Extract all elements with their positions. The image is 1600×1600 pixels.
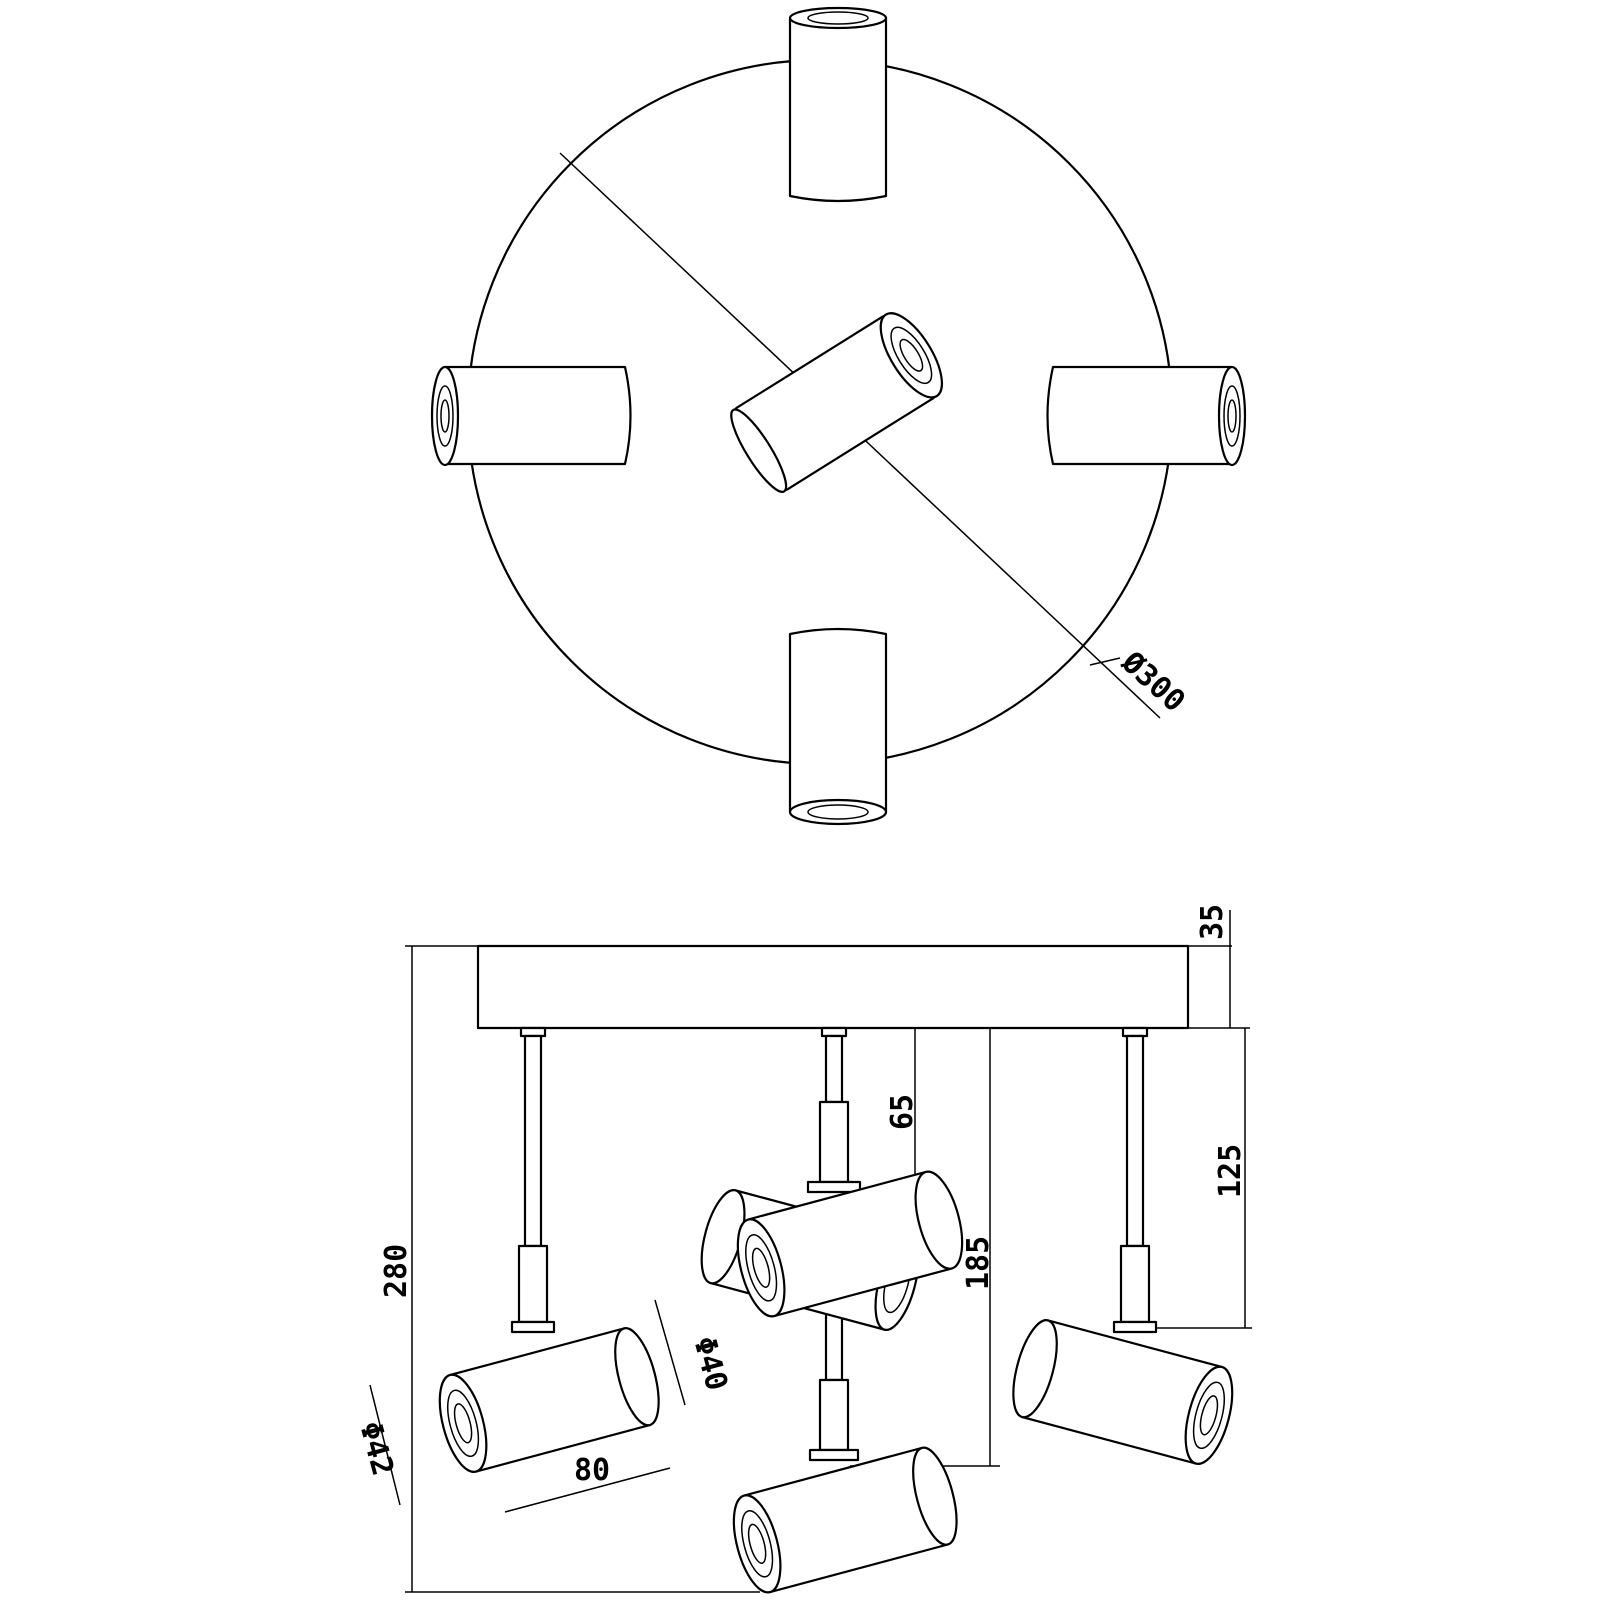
head-diameter-rear-label: Φ40 [686,1333,734,1394]
head-diameter-front-label: Φ42 [352,1418,400,1479]
diameter-dimension-tick [1089,657,1121,666]
spotlight-center-front [736,1170,964,1318]
rod-length-label: 65 [885,1094,920,1130]
total-height-label: 280 [379,1244,414,1298]
spotlight-west [430,365,632,467]
arm-right [1112,1026,1158,1334]
arm-height-label: 185 [961,1236,996,1290]
spotlight-bottom-side [732,1446,958,1594]
head-length-label: 80 [574,1453,610,1488]
diameter-dimension-label: Ø300 [1114,644,1192,719]
spotlight-east [1046,365,1247,467]
top-view: Ø300 [430,6,1247,826]
spotlight-south [788,627,888,826]
spotlight-left-side [438,1327,660,1473]
side-arm-length-label: 125 [1213,1144,1248,1198]
arm-center [806,1026,862,1194]
spotlight-north [788,6,888,203]
spotlight-right-side [1012,1319,1234,1465]
arm-left [510,1026,556,1334]
ceiling-plate-side [476,944,1190,1030]
spotlight-center [730,312,943,493]
plate-height-label: 35 [1195,904,1230,940]
side-view: 35 280 185 65 125 [352,904,1252,1594]
